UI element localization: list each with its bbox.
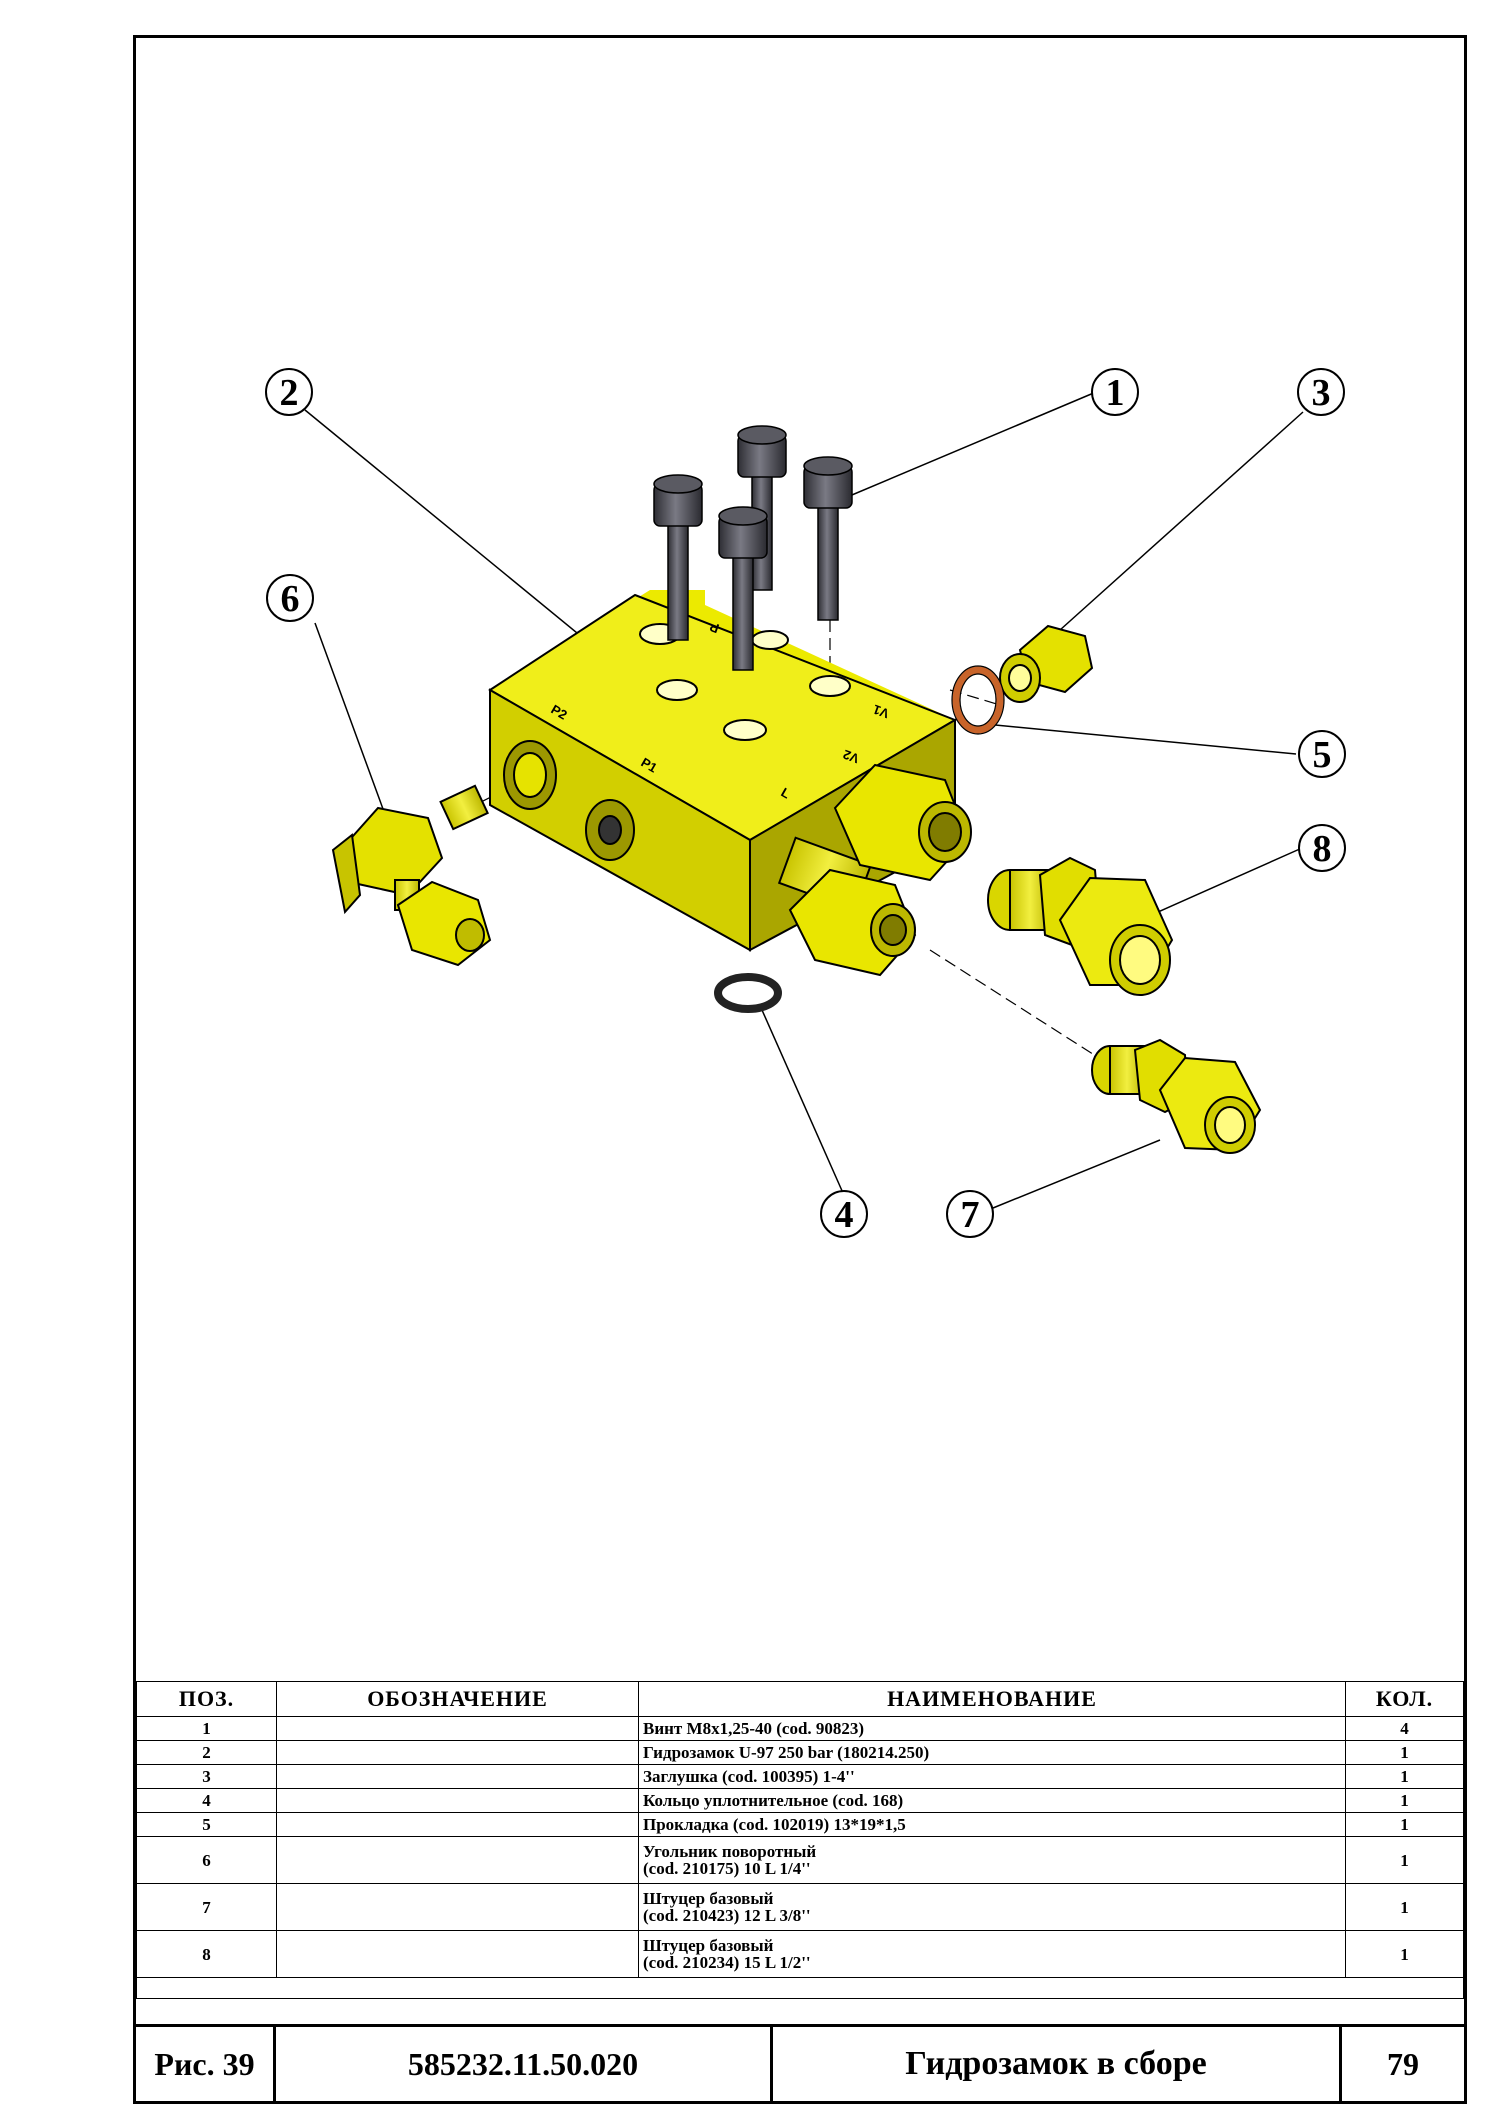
row-name: Штуцер базовый (cod. 210423) 12 L 3/8'' [638, 1883, 1346, 1931]
row-pos: 1 [136, 1716, 277, 1741]
row-designation [276, 1788, 639, 1813]
row-name: Прокладка (cod. 102019) 13*19*1,5 [638, 1812, 1346, 1837]
row-pos: 4 [136, 1788, 277, 1813]
block-markings: P2 P1 L V1 V2 P [549, 619, 892, 801]
row-designation [276, 1716, 639, 1741]
svg-text:8: 8 [1313, 828, 1332, 870]
drawing-title: Гидрозамок в сборе [773, 2027, 1342, 2101]
bolts [653, 425, 853, 671]
table-row: 7 Штуцер базовый (cod. 210423) 12 L 3/8'… [136, 1883, 1464, 1931]
bolt [803, 456, 853, 621]
svg-text:6: 6 [281, 578, 300, 620]
row-pos: 2 [136, 1740, 277, 1765]
union-fitting-small [1091, 1038, 1262, 1154]
row-qty: 1 [1345, 1764, 1464, 1789]
sealing-ring [714, 973, 782, 1013]
svg-text:3: 3 [1312, 372, 1331, 414]
row-name: Кольцо уплотнительное (cod. 168) [638, 1788, 1346, 1813]
row-designation [276, 1883, 639, 1931]
plug [999, 624, 1094, 703]
callout-1: 1 [1091, 368, 1139, 416]
row-qty: 1 [1345, 1883, 1464, 1931]
row-pos: 8 [136, 1930, 277, 1978]
row-pos: 6 [136, 1836, 277, 1884]
row-name-line2: (cod. 210175) 10 L 1/4'' [643, 1859, 811, 1878]
bolt [718, 506, 768, 671]
svg-text:P2: P2 [549, 702, 570, 723]
table-row: 4 Кольцо уплотнительное (cod. 168) 1 [136, 1788, 1464, 1813]
page-number: 79 [1387, 2045, 1419, 2082]
row-designation [276, 1836, 639, 1884]
row-designation [276, 1764, 639, 1789]
table-row: 2 Гидрозамок U-97 250 bar (180214.250) 1 [136, 1740, 1464, 1765]
row-qty: 1 [1345, 1930, 1464, 1978]
svg-text:5: 5 [1313, 734, 1332, 776]
row-designation [276, 1740, 639, 1765]
svg-text:P1: P1 [639, 755, 660, 776]
row-name: Заглушка (cod. 100395) 1-4'' [638, 1764, 1346, 1789]
drawing-code: 585232.11.50.020 [276, 2027, 773, 2101]
leader-lines [304, 391, 1304, 1209]
row-name: Винт M8x1,25-40 (cod. 90823) [638, 1716, 1346, 1741]
row-name-line1: Штуцер базовый [643, 1936, 774, 1955]
row-name-line2: (cod. 210423) 12 L 3/8'' [643, 1906, 811, 1925]
row-qty: 1 [1345, 1812, 1464, 1837]
row-qty: 1 [1345, 1740, 1464, 1765]
row-name: Угольник поворотный (cod. 210175) 10 L 1… [638, 1836, 1346, 1884]
row-pos: 7 [136, 1883, 277, 1931]
drawing-frame [133, 35, 1467, 2104]
header-pos: ПОЗ. [136, 1681, 277, 1717]
callout-8: 8 [1298, 824, 1346, 872]
callout-2: 2 [265, 368, 313, 416]
callout-4: 4 [820, 1190, 868, 1238]
title-block: Рис. 39 585232.11.50.020 Гидрозамок в сб… [136, 2024, 1464, 2101]
svg-text:2: 2 [280, 372, 299, 414]
angle-fitting [331, 784, 492, 967]
table-header-row: ПОЗ. ОБОЗНАЧЕНИЕ НАИМЕНОВАНИЕ КОЛ. [136, 1681, 1464, 1717]
table-row: 1 Винт M8x1,25-40 (cod. 90823) 4 [136, 1716, 1464, 1741]
figure-number: Рис. 39 [136, 2027, 276, 2101]
svg-text:V2: V2 [841, 747, 861, 767]
callouts: 1 2 3 4 5 6 7 8 [265, 368, 1346, 1238]
row-name-line1: Штуцер базовый [643, 1889, 774, 1908]
header-name: НАИМЕНОВАНИЕ [638, 1681, 1346, 1717]
row-pos: 5 [136, 1812, 277, 1837]
row-qty: 1 [1345, 1788, 1464, 1813]
header-designation: ОБОЗНАЧЕНИЕ [276, 1681, 639, 1717]
callout-5: 5 [1298, 730, 1346, 778]
row-designation [276, 1930, 639, 1978]
row-name: Штуцер базовый (cod. 210234) 15 L 1/2'' [638, 1930, 1346, 1978]
header-qty: КОЛ. [1345, 1681, 1464, 1717]
block-port-fittings [777, 763, 972, 977]
row-name-line2: (cod. 210234) 15 L 1/2'' [643, 1953, 811, 1972]
callout-3: 3 [1297, 368, 1345, 416]
table-row: 8 Штуцер базовый (cod. 210234) 15 L 1/2'… [136, 1930, 1464, 1978]
union-fitting-large [987, 856, 1174, 996]
row-designation [276, 1812, 639, 1837]
callout-6: 6 [266, 574, 314, 622]
bolt [653, 474, 703, 641]
exploded-assembly-drawing: P2 P1 L V1 V2 P [265, 368, 1346, 1238]
svg-text:V1: V1 [871, 702, 891, 722]
bolt [737, 425, 787, 591]
row-qty: 1 [1345, 1836, 1464, 1884]
row-name-line1: Угольник поворотный [643, 1842, 817, 1861]
row-pos: 3 [136, 1764, 277, 1789]
svg-text:1: 1 [1106, 372, 1125, 414]
table-row-empty [136, 1977, 1464, 1999]
gasket [952, 666, 1004, 734]
specification-table: ПОЗ. ОБОЗНАЧЕНИЕ НАИМЕНОВАНИЕ КОЛ. 1 Вин… [136, 1681, 1464, 1999]
row-name: Гидрозамок U-97 250 bar (180214.250) [638, 1740, 1346, 1765]
table-row: 6 Угольник поворотный (cod. 210175) 10 L… [136, 1836, 1464, 1884]
callout-7: 7 [946, 1190, 994, 1238]
svg-text:4: 4 [835, 1194, 854, 1236]
table-row: 5 Прокладка (cod. 102019) 13*19*1,5 1 [136, 1812, 1464, 1837]
row-qty: 4 [1345, 1716, 1464, 1741]
svg-text:7: 7 [961, 1194, 980, 1236]
table-row: 3 Заглушка (cod. 100395) 1-4'' 1 [136, 1764, 1464, 1789]
